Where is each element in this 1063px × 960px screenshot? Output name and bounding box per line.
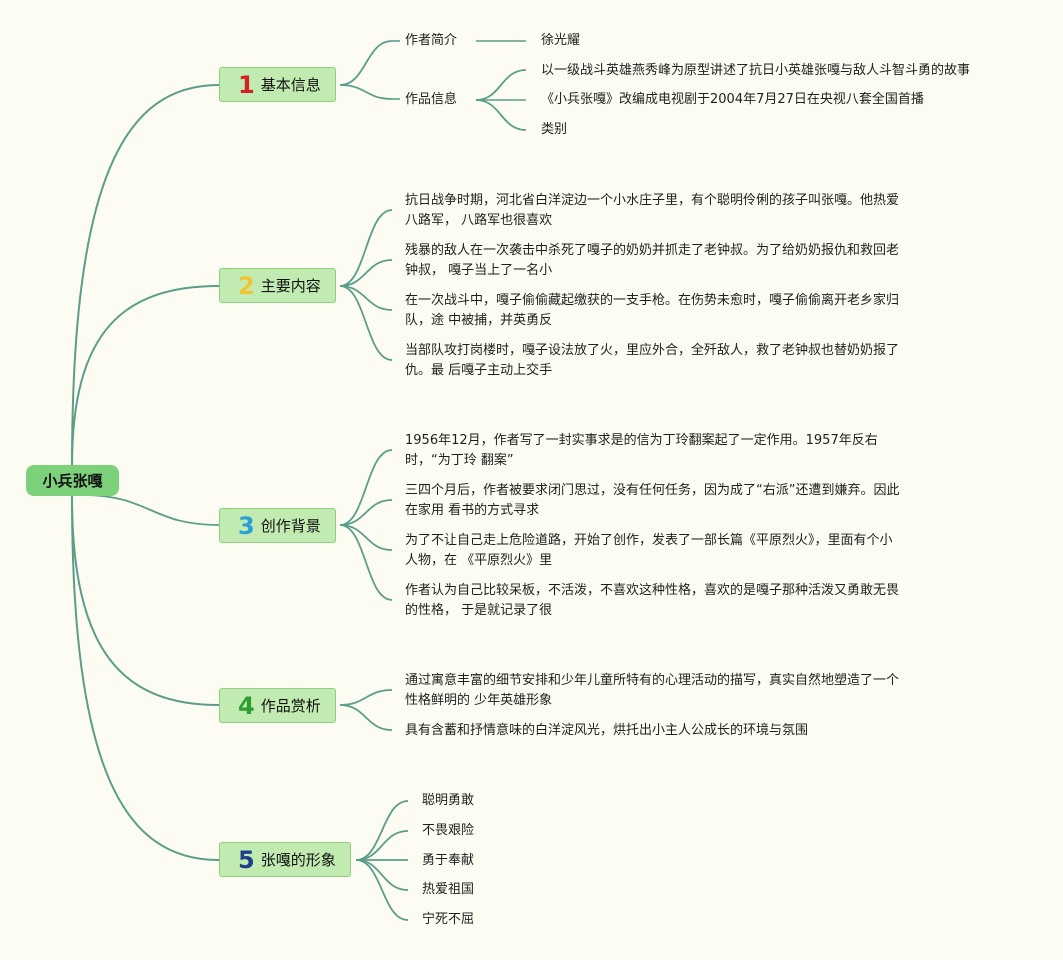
- link-3-1: [339, 499, 393, 526]
- trait-item[interactable]: 宁死不屈: [422, 912, 475, 927]
- root-link-3: [81, 494, 220, 526]
- link-2-3: [339, 285, 393, 361]
- number-4-icon: 4: [238, 691, 255, 720]
- node-work-category[interactable]: 类别: [541, 122, 568, 137]
- link-work-3: [475, 99, 527, 131]
- link-3-2: [339, 524, 393, 551]
- background-item[interactable]: 三四个月后，作者被要求闭门思过，没有任何任务，因为成了“右派”还遭到嫌弃。因此在…: [405, 483, 900, 518]
- number-1-icon: 1: [238, 70, 255, 99]
- root-label: 小兵张嘎: [42, 472, 103, 490]
- link-2-0: [339, 209, 393, 287]
- link-5-0: [355, 800, 409, 861]
- trait-item[interactable]: 勇于奉献: [422, 853, 475, 868]
- node-author-name[interactable]: 徐光耀: [541, 33, 581, 48]
- trait-item[interactable]: 热爱祖国: [422, 882, 475, 897]
- node-work-tv[interactable]: 《小兵张嘎》改编成电视剧于2004年7月27日在央视八套全国首播: [541, 92, 924, 107]
- trait-item[interactable]: 不畏艰险: [422, 823, 475, 838]
- branch-label: 主要内容: [260, 277, 321, 295]
- node-work-prototype[interactable]: 以一级战斗英雄燕秀峰为原型讲述了抗日小英雄张嘎与敌人斗智斗勇的故事: [541, 63, 971, 78]
- appreciation-item[interactable]: 通过寓意丰富的细节安排和少年儿童所特有的心理活动的描写，真实自然地塑造了一个性格…: [405, 673, 900, 708]
- link-5-3: [355, 859, 409, 891]
- root-link-1: [71, 84, 220, 467]
- number-2-icon: 2: [238, 271, 255, 300]
- number-5-icon: 5: [238, 845, 255, 874]
- content-item[interactable]: 抗日战争时期，河北省白洋淀边一个小水庄子里，有个聪明伶俐的孩子叫张嘎。他热爱八路…: [405, 193, 900, 228]
- branch-label: 创作背景: [260, 517, 321, 535]
- link-3-3: [339, 524, 393, 601]
- background-item[interactable]: 作者认为自己比较呆板，不活泼，不喜欢这种性格，喜欢的是嘎子那种活泼又勇敢无畏的性…: [405, 583, 900, 618]
- root-link-2: [71, 285, 220, 467]
- branch-appreciation[interactable]: 4 作品赏析: [219, 688, 336, 723]
- link-5-1: [355, 830, 409, 861]
- content-item[interactable]: 在一次战斗中，嘎子偷偷藏起缴获的一支手枪。在伤势未愈时，嘎子偷偷离开老乡家归队，…: [405, 293, 900, 328]
- link-3-0: [339, 449, 393, 526]
- link-1-author: [339, 40, 393, 86]
- link-work-1: [475, 69, 527, 101]
- root-link-5: [71, 495, 220, 861]
- root-node[interactable]: 小兵张嘎: [26, 465, 119, 496]
- branch-label: 基本信息: [260, 76, 321, 94]
- root-link-4: [71, 495, 220, 706]
- link-5-4: [355, 859, 409, 921]
- branch-label: 张嘎的形象: [260, 851, 336, 869]
- link-4-0: [339, 689, 393, 706]
- branch-basic-info[interactable]: 1 基本信息: [219, 67, 336, 102]
- link-2-2: [339, 285, 393, 311]
- background-item[interactable]: 为了不让自己走上危险道路，开始了创作，发表了一部长篇《平原烈火》，里面有个小人物…: [405, 533, 893, 568]
- appreciation-item[interactable]: 具有含蓄和抒情意味的白洋淀风光，烘托出小主人公成长的环境与氛围: [405, 723, 809, 738]
- branch-main-content[interactable]: 2 主要内容: [219, 268, 336, 303]
- content-item[interactable]: 残暴的敌人在一次袭击中杀死了嘎子的奶奶并抓走了老钟叔。为了给奶奶报仇和救回老钟叔…: [405, 243, 900, 278]
- link-4-1: [339, 704, 393, 731]
- branch-background[interactable]: 3 创作背景: [219, 508, 336, 543]
- node-work-info[interactable]: 作品信息: [405, 92, 458, 107]
- branch-character-image[interactable]: 5 张嘎的形象: [219, 842, 351, 877]
- link-2-1: [339, 259, 393, 287]
- content-item[interactable]: 当部队攻打岗楼时，嘎子设法放了火，里应外合，全歼敌人，救了老钟叔也替奶奶报了仇。…: [405, 343, 900, 378]
- link-1-work: [339, 84, 393, 100]
- branch-label: 作品赏析: [260, 697, 321, 715]
- node-author-intro[interactable]: 作者简介: [405, 33, 458, 48]
- trait-item[interactable]: 聪明勇敢: [422, 793, 475, 808]
- background-item[interactable]: 1956年12月，作者写了一封实事求是的信为丁玲翻案起了一定作用。1957年反右…: [405, 433, 878, 468]
- number-3-icon: 3: [238, 511, 255, 540]
